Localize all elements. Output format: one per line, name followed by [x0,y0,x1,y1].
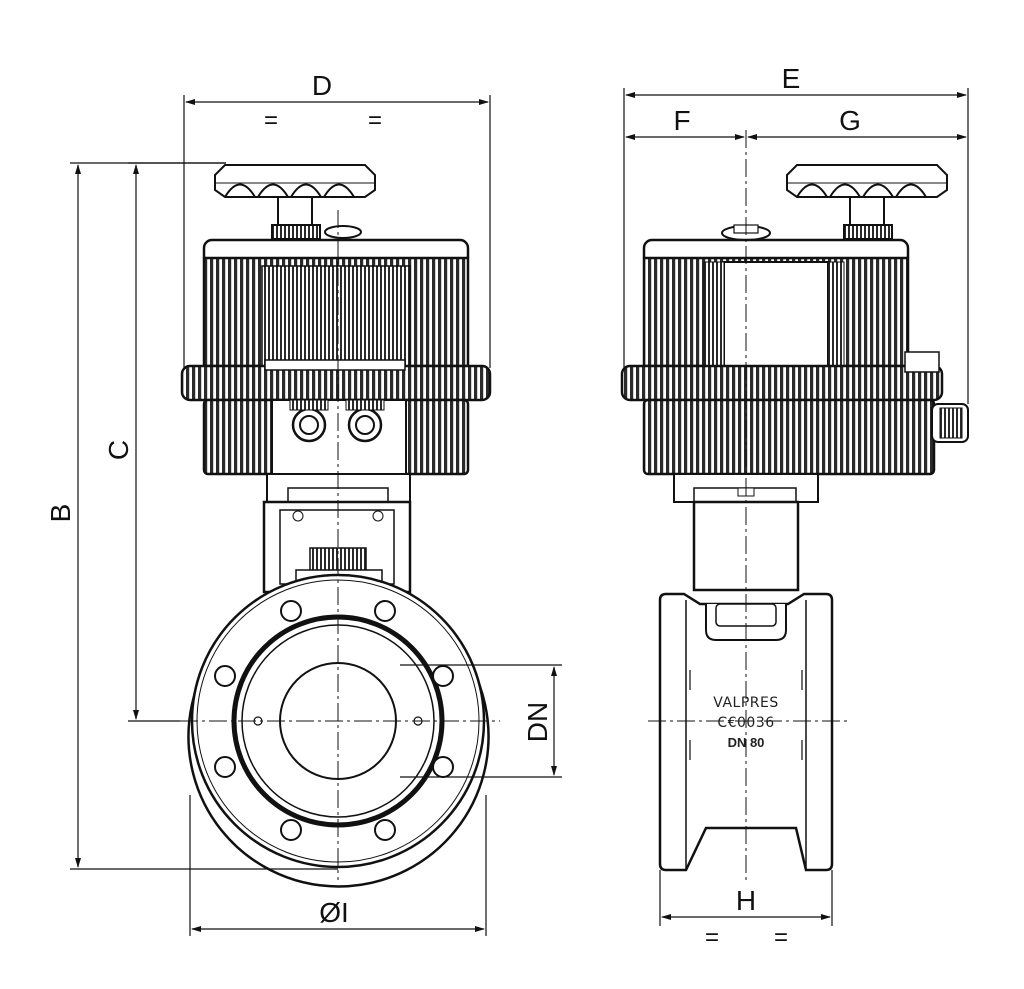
handwheel-front [214,164,376,240]
dim-label-F: F [673,105,690,136]
dim-label-C: C [103,440,134,460]
actuator-housing-side [620,238,969,476]
dim-eq-D-right: = [368,107,382,134]
dim-label-DN: DN [522,702,553,742]
brand-marking: VALPRES [713,695,778,711]
dim-label-B: B [45,504,76,523]
centerlines-side [648,130,850,880]
certification-marking: C€0036 [717,715,774,731]
front-view [180,164,500,888]
centerlines-front [180,210,500,880]
dim-eq-H-left: = [705,924,719,951]
dim-label-I: ØI [319,897,349,928]
dim-label-E: E [782,63,801,94]
size-marking: DN 80 [728,735,765,750]
dim-label-H: H [736,885,756,916]
actuator-housing-front [180,238,492,476]
dim-eq-D-left: = [264,107,278,134]
dim-label-D: D [312,70,332,101]
side-view [620,130,969,880]
handwheel-side [721,164,948,241]
dimension-lines [70,88,969,936]
dim-label-G: G [839,105,861,136]
dim-eq-H-right: = [774,924,788,951]
